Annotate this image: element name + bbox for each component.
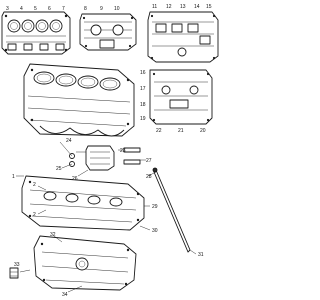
callout-25: 25 <box>56 166 62 172</box>
callout-15: 15 <box>206 4 212 10</box>
callout-32: 32 <box>50 232 56 238</box>
callout-12: 12 <box>166 4 172 10</box>
callout-labels: 1 2 2 3 4 5 6 7 8 9 10 11 12 13 14 15 16… <box>6 4 212 298</box>
lower-crankcase <box>21 175 145 231</box>
callout-11: 11 <box>152 4 157 10</box>
oil-gallery-inset <box>149 69 213 125</box>
callout-24: 24 <box>66 138 72 144</box>
callout-17: 17 <box>140 86 146 92</box>
callout-2a: 2 <box>33 182 36 188</box>
callout-6: 6 <box>48 6 51 12</box>
callout-30: 30 <box>152 228 158 234</box>
callout-8: 8 <box>84 6 87 12</box>
leader-lines <box>16 141 197 293</box>
callout-4: 4 <box>20 6 23 12</box>
callout-2b: 2 <box>33 212 36 218</box>
callout-18: 18 <box>140 102 146 108</box>
callout-20: 20 <box>200 128 206 134</box>
callout-21: 21 <box>178 128 184 134</box>
callout-27: 27 <box>146 158 152 164</box>
oil-pan <box>33 235 137 291</box>
callout-7: 7 <box>62 6 65 12</box>
crankcase-side-view-inset <box>79 13 137 51</box>
crankcase-exploded-diagram: 1 2 2 3 4 5 6 7 8 9 10 11 12 13 14 15 16… <box>1 4 219 298</box>
callout-16: 16 <box>140 70 146 76</box>
crankcase-top-view-inset <box>1 11 71 55</box>
callout-13: 13 <box>180 4 186 10</box>
callout-5: 5 <box>34 6 37 12</box>
callout-34: 34 <box>62 292 68 298</box>
callout-22: 22 <box>156 128 162 134</box>
callout-14: 14 <box>194 4 200 10</box>
drain-plug <box>9 267 19 279</box>
middle-parts <box>69 145 141 171</box>
callout-10: 10 <box>114 6 120 12</box>
callout-23: 23 <box>120 148 126 154</box>
callout-19: 19 <box>140 116 146 122</box>
callout-31: 31 <box>198 252 204 258</box>
callout-1: 1 <box>12 174 15 180</box>
callout-33: 33 <box>14 262 20 268</box>
callout-3: 3 <box>6 6 9 12</box>
callout-29: 29 <box>152 204 158 210</box>
callout-26: 26 <box>72 176 78 182</box>
callout-28: 28 <box>146 174 152 180</box>
upper-crankcase <box>23 63 135 137</box>
callout-9: 9 <box>100 6 103 12</box>
through-bolt <box>152 167 191 253</box>
crankcase-rear-view-inset <box>147 11 219 63</box>
